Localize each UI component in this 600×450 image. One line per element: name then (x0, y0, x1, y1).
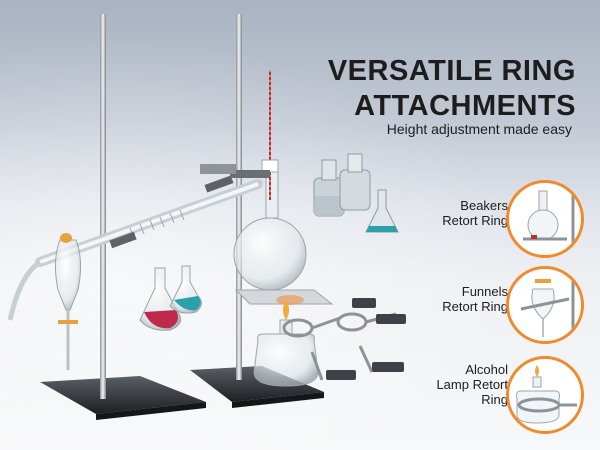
separatory-funnel-icon (520, 273, 575, 339)
round-bottom-flask-icon (523, 187, 575, 253)
background-bottles (313, 153, 399, 233)
feature-line: Ring (481, 392, 508, 407)
feature-funnels-label: Funnels Retort Ring (442, 284, 508, 314)
feature-line: Beakers (460, 198, 508, 213)
feature-lamp-circle (506, 356, 584, 434)
feature-line: Funnels (461, 284, 508, 299)
feature-line: Alcohol (465, 362, 508, 377)
separatory-funnel (54, 233, 82, 370)
feature-beakers-label: Beakers Retort Ring (442, 198, 508, 228)
subtitle: Height adjustment made easy (386, 121, 572, 137)
right-retort-stand (190, 14, 324, 408)
alcohol-lamp (253, 300, 319, 387)
feature-lamp-label: Alcohol Lamp Retort Ring (436, 362, 508, 407)
feature-funnels-circle (506, 266, 584, 344)
headline-line-2: ATTACHMENTS (354, 90, 576, 122)
colored-flasks (139, 265, 202, 331)
headline-line-1: VERSATILE RING (327, 55, 576, 87)
condenser (7, 175, 263, 321)
clamp-heads (326, 298, 406, 380)
left-retort-stand (40, 14, 206, 420)
feature-line: Retort Ring (442, 299, 508, 314)
feature-line: Retort Ring (442, 213, 508, 228)
headline: VERSATILE RING ATTACHMENTS (328, 54, 576, 124)
loose-rings-and-clamps (282, 312, 397, 381)
feature-beakers-circle (506, 180, 584, 258)
feature-line: Lamp Retort (436, 377, 508, 392)
round-bottom-flask (200, 70, 334, 305)
alcohol-lamp-icon (516, 365, 577, 424)
